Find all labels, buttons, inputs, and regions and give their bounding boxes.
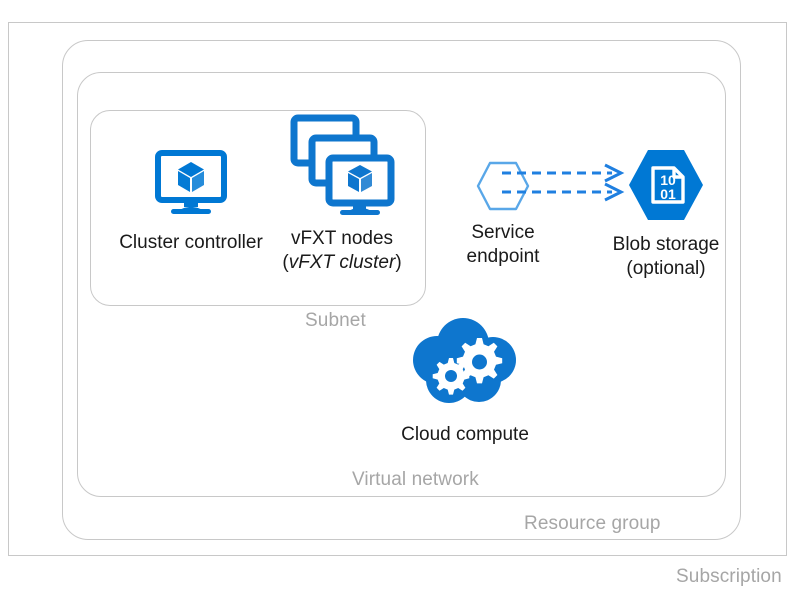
node-label-cluster-controller: Cluster controller (119, 232, 263, 253)
arrowhead-top (604, 163, 625, 183)
node-sublabel-vfxt-cluster: (vFXT cluster) (268, 251, 416, 275)
stacked-monitors-cube-icon (268, 112, 416, 225)
monitor-cube-icon (96, 150, 286, 221)
zone-resource-group (62, 40, 741, 540)
zone-label-virtual-network: Virtual network (352, 469, 479, 490)
node-vfxt-nodes[interactable]: vFXT nodes (vFXT cluster) (268, 112, 416, 275)
cloud-gears-icon (370, 318, 560, 415)
arrowhead-bottom (604, 182, 625, 202)
node-label-cloud-compute: Cloud compute (401, 424, 529, 445)
zone-virtual-network (77, 72, 726, 497)
node-label-blob-storage-line2: (optional) (626, 258, 706, 279)
blob-icon-text-line2: 01 (660, 186, 676, 202)
blob-storage-hexagon-icon: 10 01 (592, 148, 740, 227)
node-cloud-compute[interactable]: Cloud compute (370, 318, 560, 447)
zone-label-resource-group: Resource group (524, 513, 661, 534)
hexagon-outline-icon (455, 160, 551, 217)
sublabel-paren-close: ) (395, 252, 402, 273)
node-service-endpoint[interactable]: Service endpoint (455, 160, 551, 269)
zone-label-subnet: Subnet (305, 310, 366, 331)
node-label-service-endpoint-line2: endpoint (466, 246, 540, 267)
zone-label-subscription: Subscription (676, 566, 782, 587)
node-cluster-controller[interactable]: Cluster controller (96, 150, 286, 255)
node-label-service-endpoint-line1: Service (471, 222, 535, 243)
zone-subnet (90, 110, 426, 306)
node-label-vfxt-nodes: vFXT nodes (290, 228, 394, 249)
node-blob-storage[interactable]: 10 01 Blob storage (optional) (592, 148, 740, 281)
connector-service-endpoint-to-blob-storage (500, 160, 636, 206)
sublabel-text: vFXT cluster (288, 252, 396, 273)
blob-icon-text-line1: 10 (660, 172, 676, 188)
zone-subscription (8, 22, 787, 556)
sublabel-paren-open: ( (282, 252, 289, 273)
node-label-blob-storage-line1: Blob storage (612, 234, 720, 255)
